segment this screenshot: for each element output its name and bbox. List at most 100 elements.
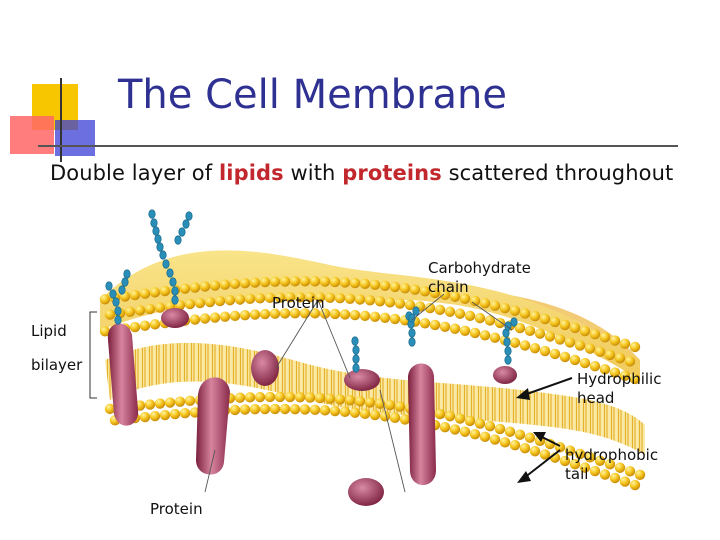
- lipid-head: [629, 341, 641, 353]
- lipid-bilayer-bracket: [89, 311, 97, 399]
- lipid-head: [519, 340, 531, 351]
- lipid-head: [434, 304, 446, 316]
- lipid-head: [164, 397, 176, 408]
- lipid-head: [189, 314, 201, 325]
- lipid-head: [319, 405, 331, 416]
- lipid-head: [209, 312, 221, 323]
- lipid-head: [289, 308, 301, 319]
- lipid-head: [274, 292, 286, 303]
- lipid-tail-band: [105, 342, 645, 455]
- lipid-head: [504, 426, 516, 437]
- lipid-head: [139, 411, 151, 423]
- lipid-head: [324, 292, 336, 303]
- lipid-head: [284, 391, 296, 403]
- lipid-head: [484, 315, 496, 326]
- lipid-head: [574, 448, 586, 460]
- lipid-head: [124, 306, 136, 317]
- lipid-head: [179, 408, 191, 419]
- lipid-head: [329, 308, 341, 320]
- lipid-head: [629, 479, 641, 491]
- lipid-head: [179, 283, 191, 294]
- lipid-head: [249, 277, 261, 288]
- lipid-head: [469, 429, 481, 440]
- lipid-head: [509, 337, 521, 348]
- sugar-unit: [109, 289, 117, 299]
- lipid-head: [269, 276, 281, 287]
- lipid-head: [429, 287, 441, 299]
- sugar-unit: [156, 242, 164, 252]
- lipid-head: [429, 319, 441, 331]
- lipid-head: [359, 278, 371, 290]
- sugar-unit: [408, 328, 416, 338]
- lipid-head: [634, 469, 646, 480]
- lipid-head: [549, 348, 561, 360]
- lipid-head: [149, 410, 161, 422]
- lipid-head: [364, 397, 376, 408]
- lipid-head: [304, 392, 316, 403]
- label-hydrophilic-line2: head: [577, 389, 615, 407]
- lipid-head: [264, 391, 276, 403]
- lipid-head: [154, 398, 166, 409]
- lipid-head: [459, 426, 471, 437]
- lipid-head: [469, 327, 481, 339]
- sugar-unit: [118, 285, 126, 295]
- lipid-head: [539, 345, 551, 357]
- subtitle-middle: with: [283, 161, 343, 185]
- lipid-head: [584, 343, 596, 354]
- lipid-head: [249, 404, 261, 415]
- lipid-head: [239, 309, 251, 321]
- lipid-head: [399, 283, 411, 294]
- subtitle-lipids: lipids: [218, 161, 284, 185]
- lipid-head: [574, 340, 586, 351]
- lipid-head: [524, 432, 536, 443]
- lipid-head: [499, 437, 511, 448]
- sugar-unit: [121, 277, 129, 287]
- sugar-unit: [352, 363, 360, 373]
- lipid-head: [384, 399, 396, 411]
- lipid-head: [394, 401, 406, 412]
- lipid-head: [619, 370, 631, 381]
- lipid-head: [289, 276, 301, 287]
- lipid-head: [604, 349, 616, 361]
- transmembrane-protein-lower-left: [196, 377, 230, 475]
- sugar-unit: [148, 209, 156, 219]
- lipid-head: [454, 308, 466, 319]
- lipid-head: [264, 292, 276, 304]
- lipid-head: [419, 318, 431, 329]
- lipid-head: [599, 364, 611, 375]
- lipid-head: [244, 293, 256, 305]
- lipid-head: [144, 399, 156, 410]
- lipid-head: [234, 294, 246, 305]
- lipid-head: [214, 295, 226, 307]
- lipid-head: [509, 440, 521, 451]
- lipid-head: [404, 299, 416, 311]
- sugar-unit: [123, 269, 131, 279]
- subtitle-after: scattered throughout: [441, 161, 674, 185]
- sugar-unit: [169, 277, 177, 287]
- sugar-unit: [174, 235, 182, 245]
- lipid-head: [599, 332, 611, 343]
- lipid-head: [154, 302, 166, 313]
- lipid-head: [144, 303, 156, 315]
- lipid-head: [579, 462, 591, 473]
- sugar-unit: [504, 346, 512, 356]
- lipid-head: [369, 311, 381, 322]
- lipid-head: [314, 292, 326, 303]
- lipid-head: [394, 298, 406, 309]
- lipid-head: [334, 293, 346, 304]
- lipid-head: [159, 285, 171, 297]
- lipid-head: [149, 287, 161, 298]
- lipid-head: [279, 403, 291, 415]
- lipid-head: [344, 293, 356, 304]
- lipid-head: [349, 407, 361, 418]
- peripheral-protein-4: [493, 366, 517, 384]
- lipid-head: [339, 309, 351, 320]
- lipid-head: [299, 404, 311, 415]
- lipid-head: [454, 413, 466, 424]
- lipid-head: [379, 312, 391, 324]
- sugar-unit: [510, 317, 518, 327]
- lipid-head: [489, 300, 501, 311]
- lipid-head: [479, 330, 491, 341]
- lipid-head: [474, 418, 486, 429]
- lipid-head: [194, 297, 206, 309]
